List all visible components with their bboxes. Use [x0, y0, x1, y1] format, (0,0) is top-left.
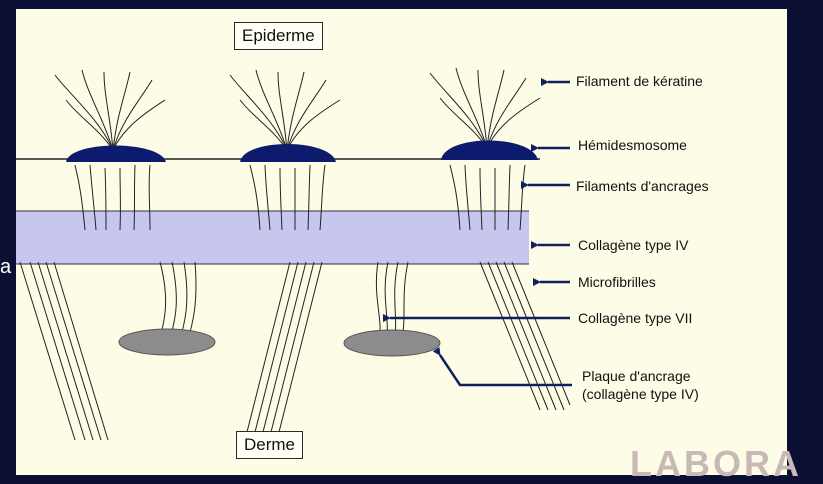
- hemidesmosome-1: [66, 146, 166, 163]
- anchoring-plaque-2: [344, 330, 440, 356]
- watermark: LABORA: [630, 446, 802, 482]
- label-microfibrils: Microfibrilles: [578, 273, 656, 291]
- label-keratin: Filament de kératine: [576, 72, 703, 90]
- label-plaque-line1: Plaque d'ancrage: [582, 367, 699, 385]
- label-hemidesmosome: Hémidesmosome: [578, 136, 687, 154]
- label-collagen-vii: Collagène type VII: [578, 309, 692, 327]
- label-plaque: Plaque d'ancrage (collagène type IV): [582, 367, 699, 403]
- side-letter: a: [0, 256, 11, 279]
- label-plaque-line2: (collagène type IV): [582, 385, 699, 403]
- epiderme-label: Epiderme: [234, 22, 323, 50]
- hemidesmosome-3: [441, 141, 538, 161]
- keratin-filaments: [55, 68, 540, 150]
- microfibrils: [20, 262, 570, 440]
- label-collagen-iv: Collagène type IV: [578, 236, 689, 254]
- collagen-iv-band: [16, 211, 529, 264]
- label-anchoring-filaments: Filaments d'ancrages: [576, 177, 709, 195]
- anchoring-plaque-1: [119, 329, 215, 355]
- derme-label: Derme: [236, 431, 303, 459]
- hemidesmosome-2: [240, 144, 336, 162]
